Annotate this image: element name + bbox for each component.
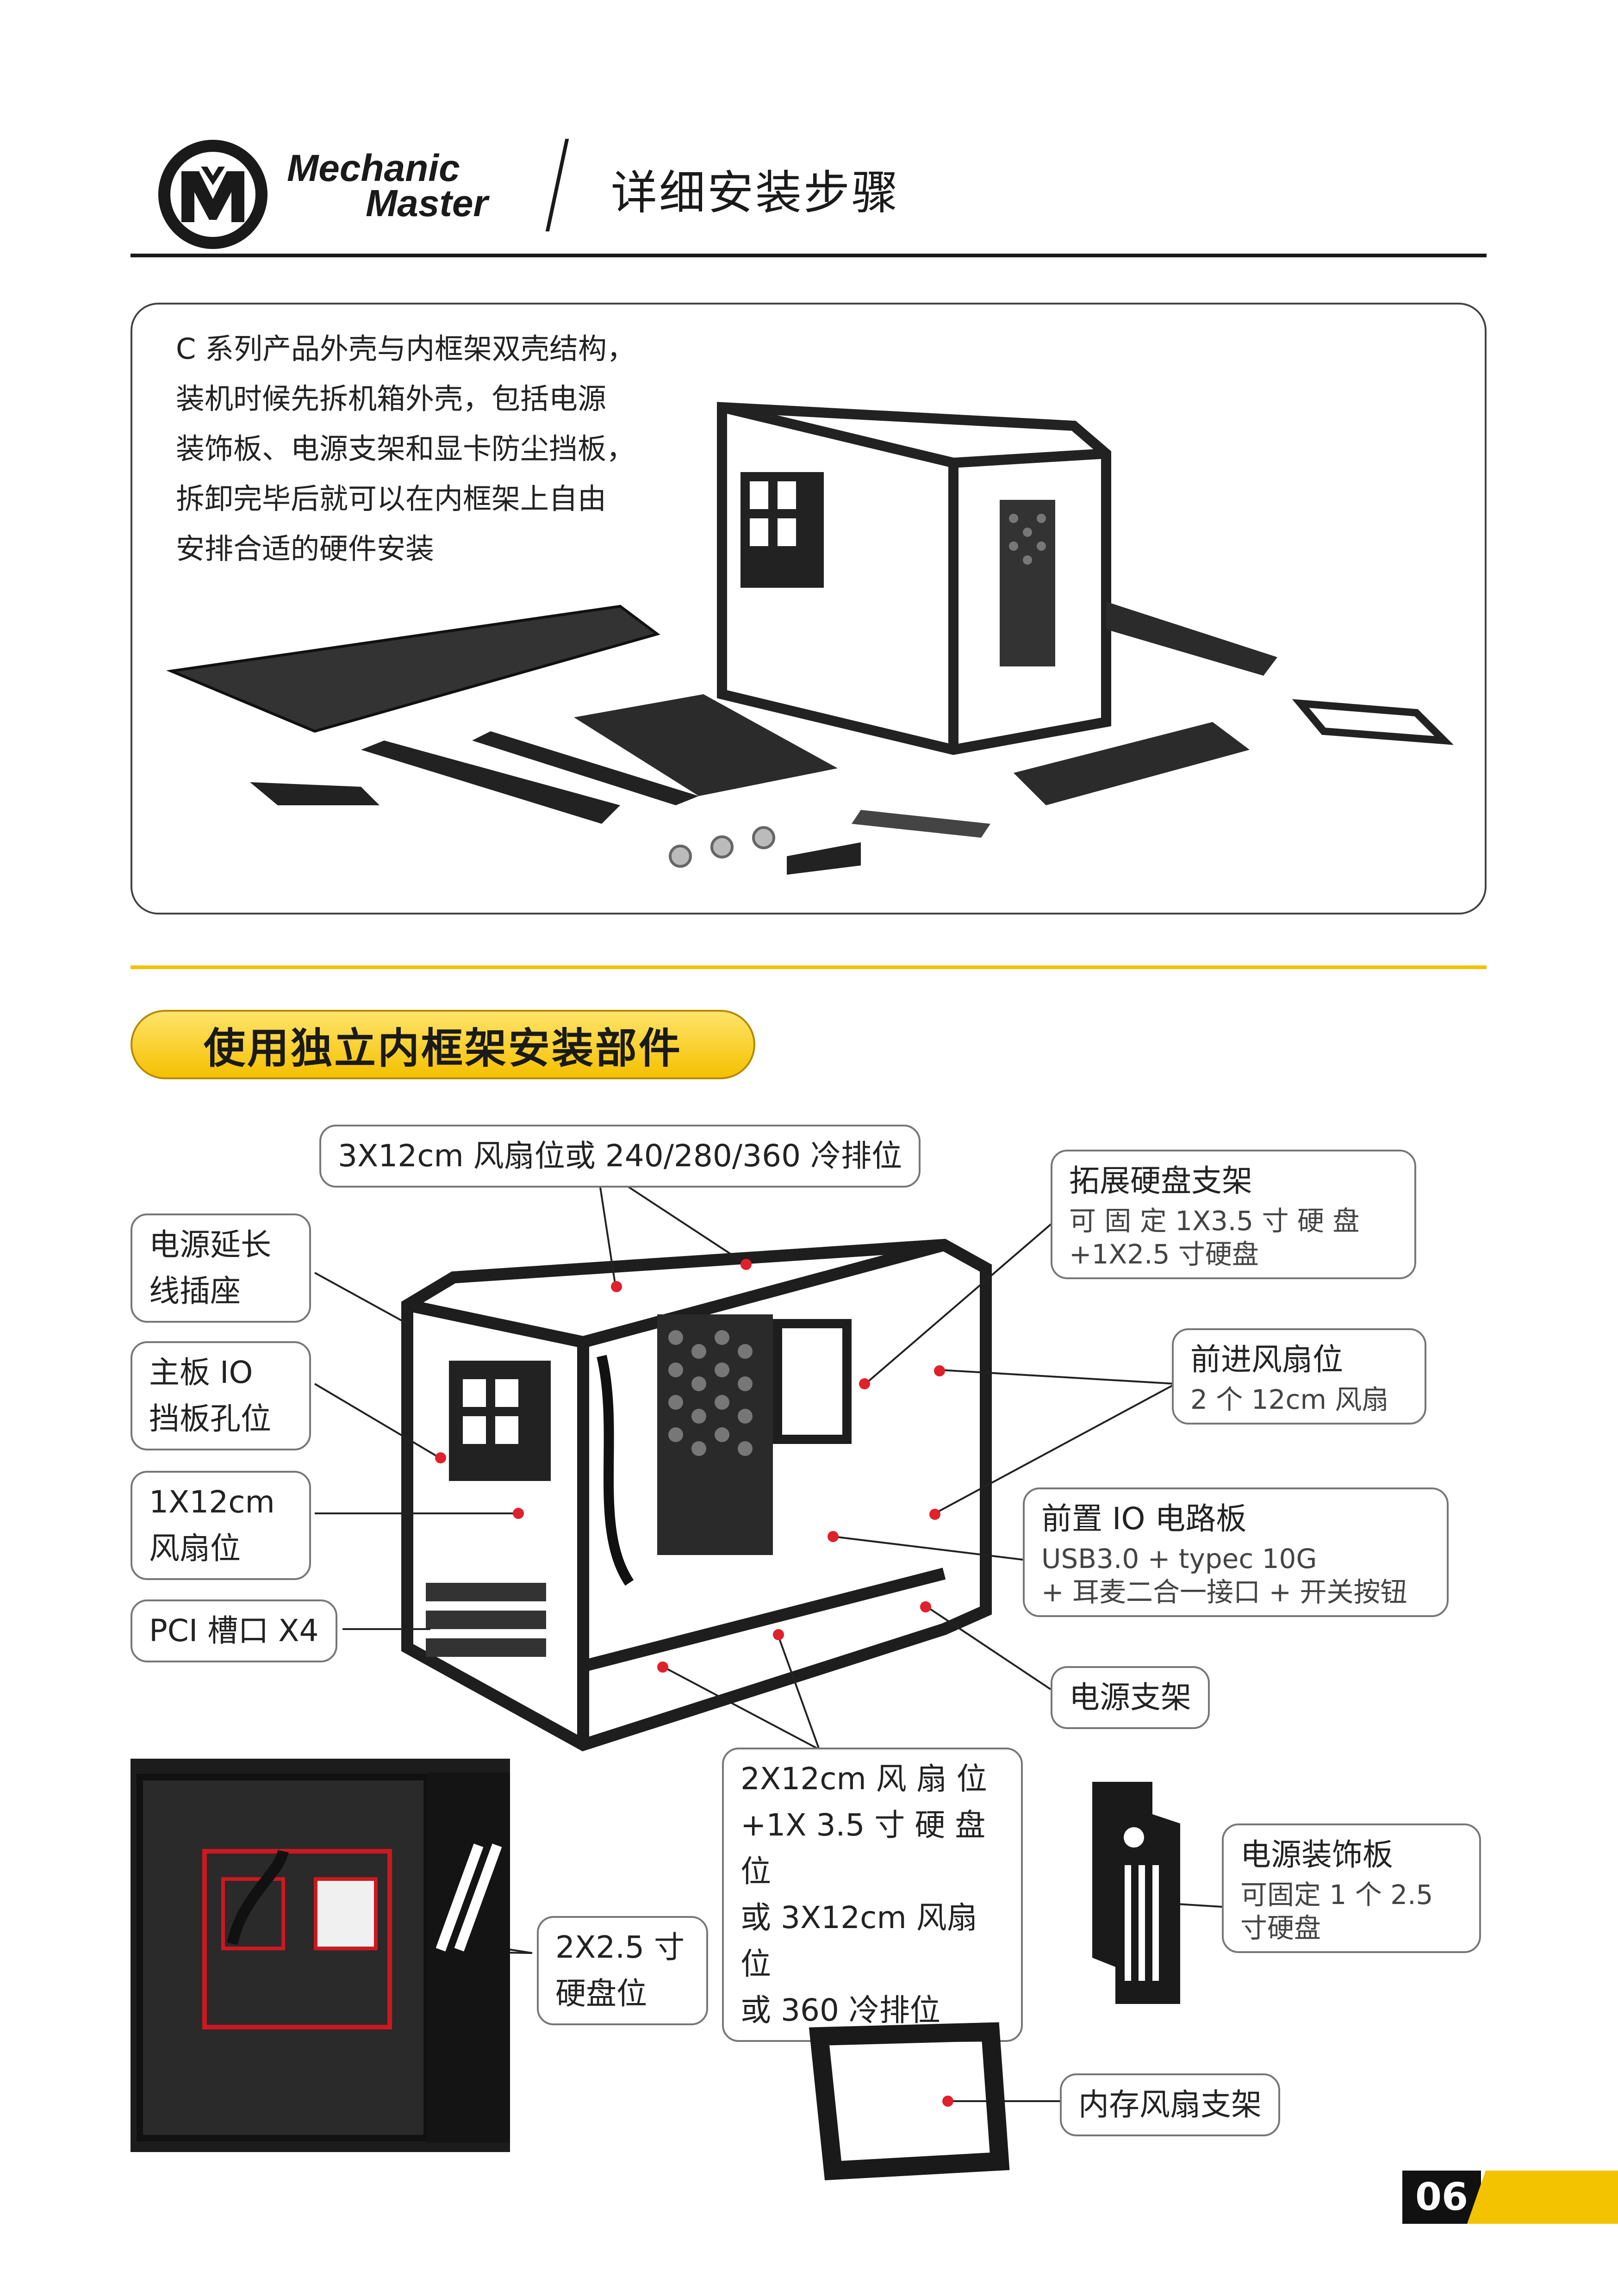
label-psu-cover: 电源装饰板 可固定 1 个 2.5 寸硬盘: [1222, 1823, 1481, 1953]
section-rule: [131, 965, 1487, 969]
label-io-shield: 主板 IO 挡板孔位: [131, 1341, 311, 1450]
marker-dot: [657, 1661, 668, 1673]
marker-dot: [828, 1531, 839, 1542]
label-pci-slots: PCI 槽口 X4: [131, 1599, 337, 1662]
brand-name-line2: Master: [366, 182, 488, 224]
label-ssd-mount: 2X2.5 寸 硬盘位: [537, 1916, 708, 2025]
label-ext-hdd-bracket: 拓展硬盘支架 可 固 定 1X3.5 寸 硬 盘 +1X2.5 寸硬盘: [1051, 1150, 1416, 1279]
marker-dot: [859, 1378, 870, 1389]
brand-name-line1: Mechanic: [287, 147, 460, 189]
marker-dot: [929, 1509, 940, 1520]
ram-fan-bracket-illustration: [809, 2022, 1010, 2181]
marker-dot: [741, 1259, 752, 1270]
marker-dot: [920, 1601, 931, 1612]
header-rule: [131, 254, 1487, 257]
label-bottom-mount: 2X12cm 风 扇 位 +1X 3.5 寸 硬 盘 位 或 3X12cm 风扇…: [722, 1748, 1023, 2042]
page-number-tab: [1467, 2171, 1618, 2224]
label-rear-fan: 1X12cm 风扇位: [131, 1471, 311, 1580]
intro-line: C 系列产品外壳与内框架双壳结构，: [176, 332, 635, 366]
marker-dot: [942, 2096, 953, 2107]
marker-dot: [773, 1629, 784, 1640]
label-psu-bracket: 电源支架: [1051, 1666, 1210, 1729]
label-psu-extension-socket: 电源延长 线插座: [131, 1213, 311, 1323]
marker-dot: [934, 1365, 945, 1376]
section-title: 使用独立内框架安装部件: [131, 1010, 755, 1079]
psu-cover-illustration: [1092, 1782, 1180, 2004]
intro-line: 拆卸完毕后就可以在内框架上自由: [176, 482, 607, 516]
inner-frame-illustration: [401, 1238, 992, 1752]
exploded-case-illustration: [166, 402, 1454, 875]
label-front-fan: 前进风扇位 2 个 12cm 风扇: [1172, 1328, 1426, 1425]
marker-dot: [611, 1281, 622, 1292]
brand-logo-icon: [158, 140, 268, 249]
ssd-mount-detail-illustration: [131, 1759, 510, 2152]
intro-paragraph: C 系列产品外壳与内框架双壳结构， 装机时候先拆机箱外壳，包括电源 装饰板、电源…: [176, 324, 662, 574]
label-front-io-board: 前置 IO 电路板 USB3.0 + typec 10G + 耳麦二合一接口 +…: [1023, 1487, 1449, 1617]
marker-dot: [513, 1508, 524, 1519]
intro-line: 安排合适的硬件安装: [176, 532, 435, 566]
label-ram-fan-bracket: 内存风扇支架: [1060, 2073, 1280, 2136]
intro-panel: [131, 303, 1487, 915]
intro-line: 装机时候先拆机箱外壳，包括电源: [176, 382, 607, 416]
intro-line: 装饰板、电源支架和显卡防尘挡板，: [176, 432, 635, 466]
page-number: 06: [1402, 2171, 1481, 2224]
marker-dot: [435, 1452, 446, 1463]
page-title: 详细安装步骤: [611, 166, 900, 220]
label-top-fan: 3X12cm 风扇位或 240/280/360 冷排位: [319, 1125, 921, 1188]
